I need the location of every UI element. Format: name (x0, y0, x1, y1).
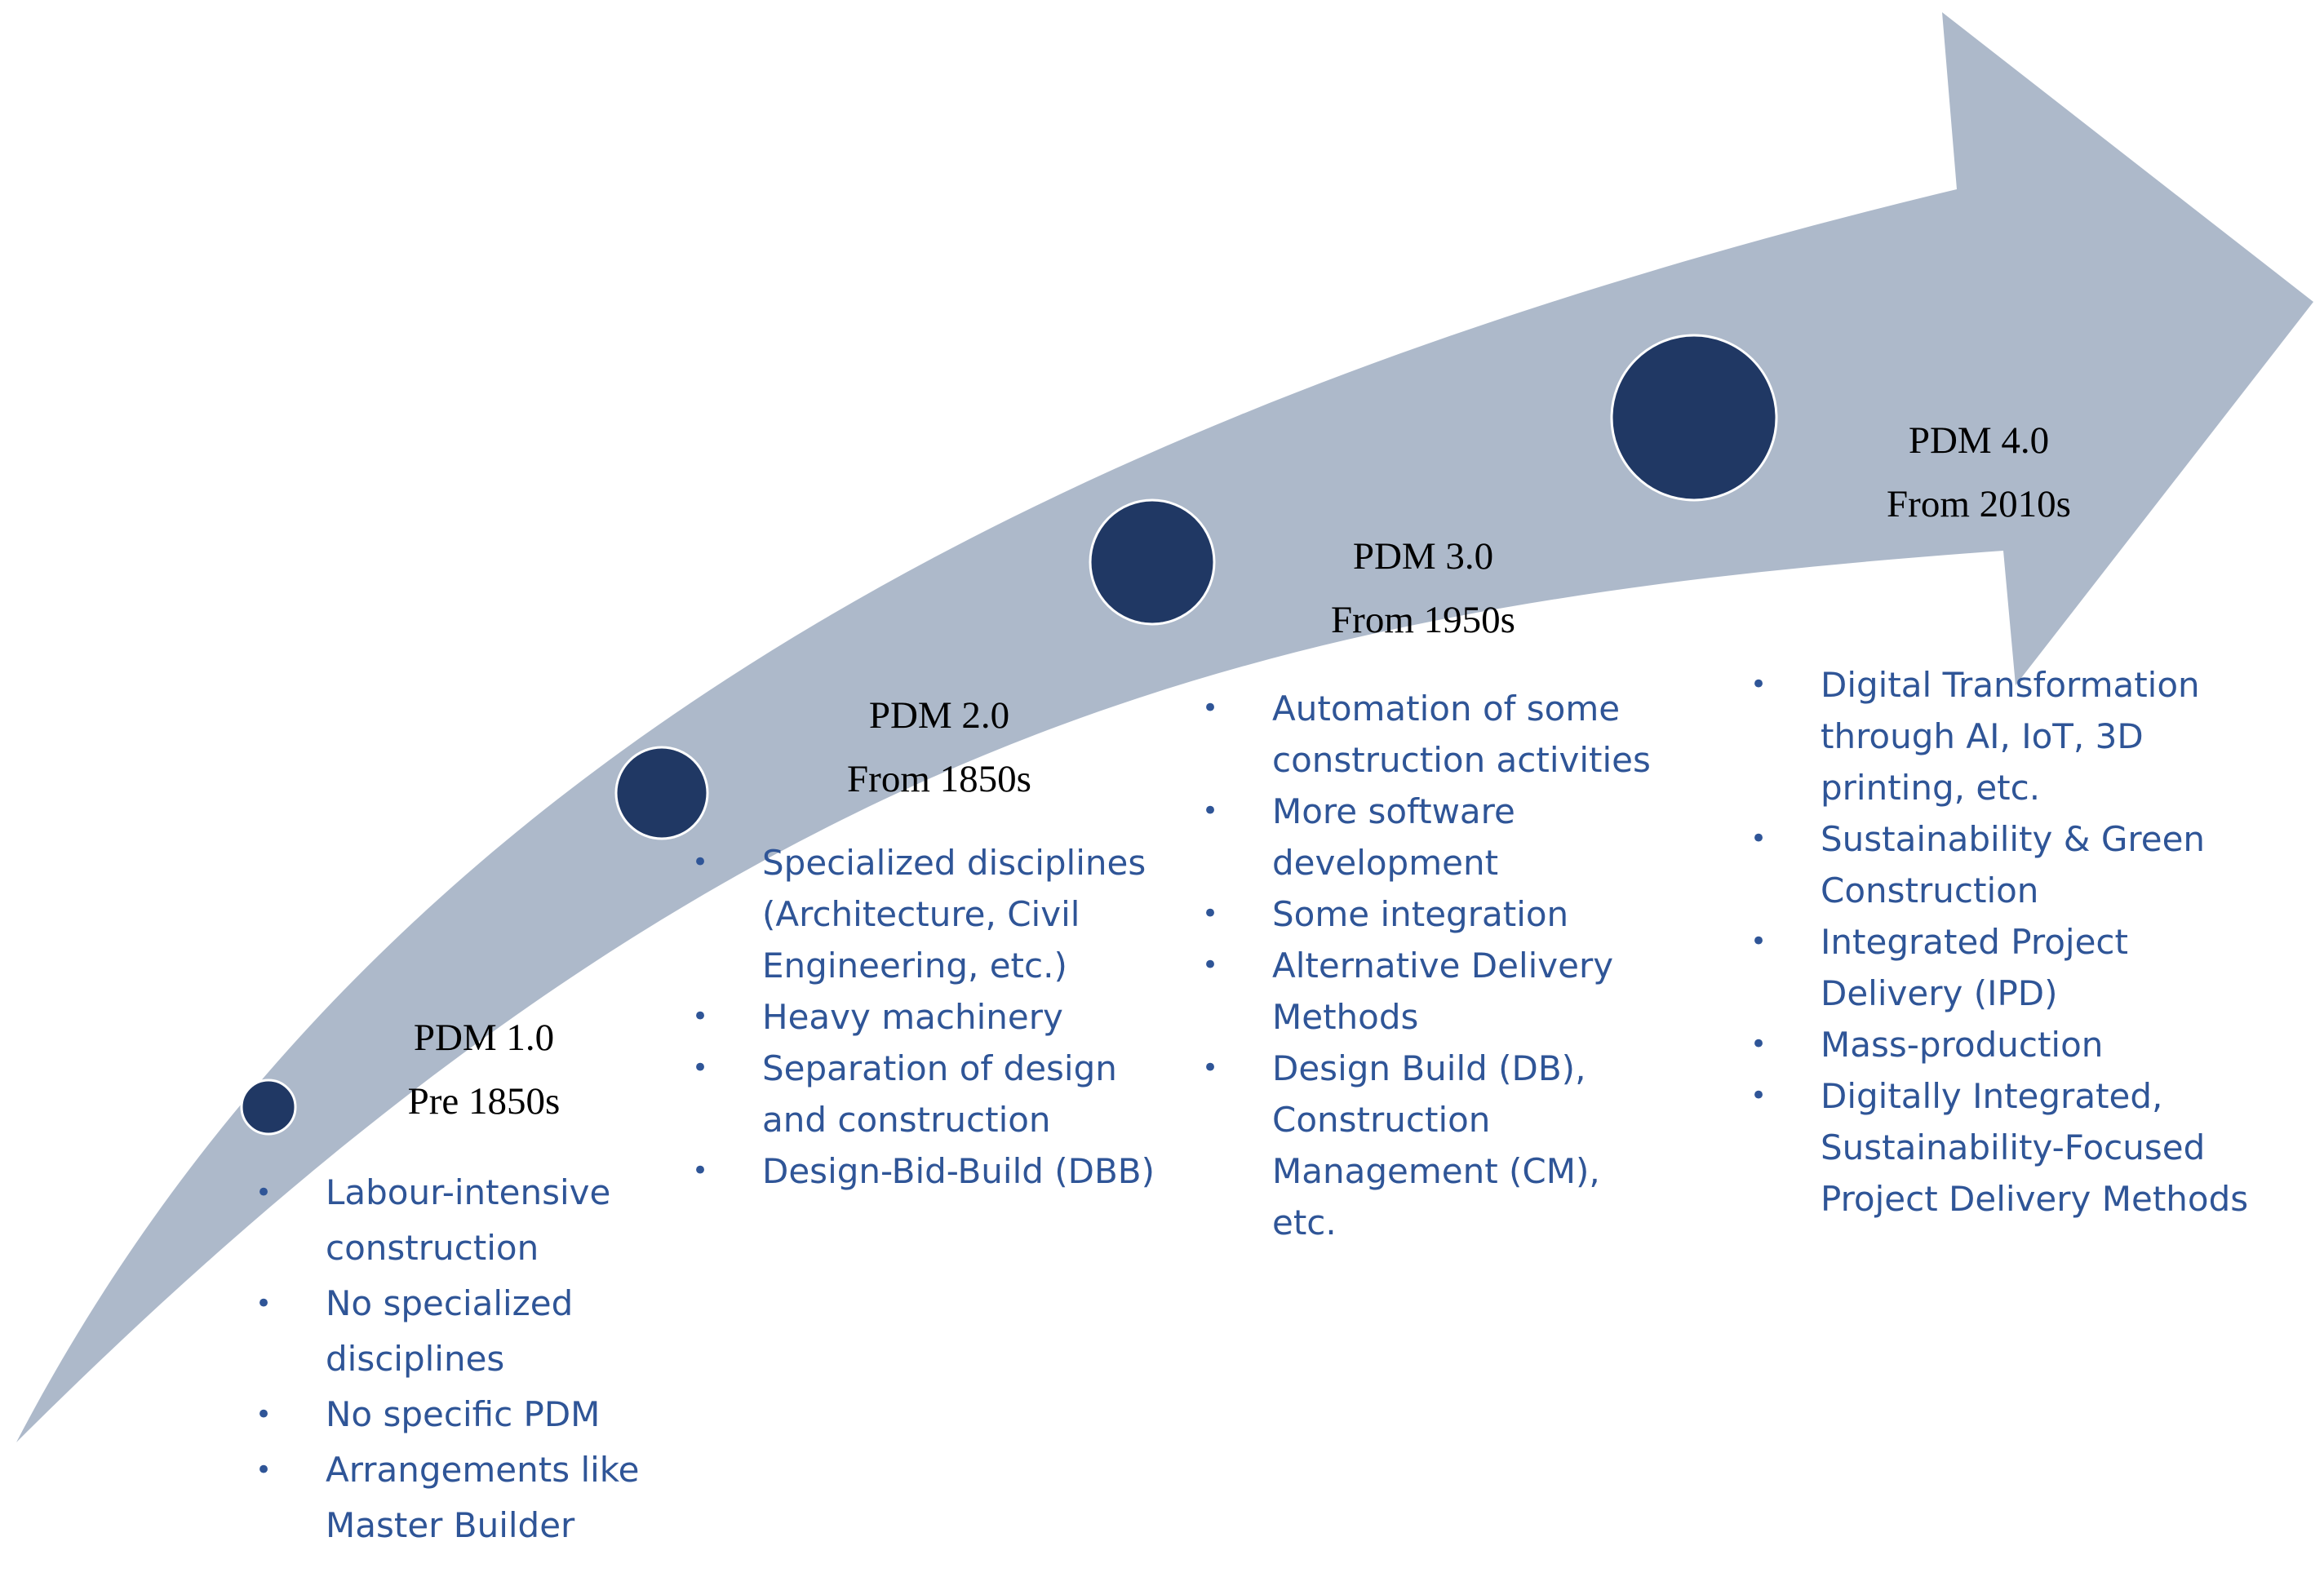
list-item: Alternative Delivery Methods (1202, 940, 1659, 1043)
list-item: Some integration (1202, 888, 1659, 940)
milestone-marker-pdm-4 (1610, 334, 1778, 502)
list-item: Arrangements like Master Builder (255, 1442, 712, 1553)
milestone-marker-pdm-3 (1089, 498, 1216, 626)
stage-period: From 1950s (1331, 599, 1515, 641)
stage-name: PDM 3.0 (1352, 535, 1494, 578)
list-item: More software development (1202, 786, 1659, 888)
list-item: Separation of design and construction (692, 1043, 1182, 1145)
stage-title-pdm-3: PDM 3.0 From 1950s (1195, 525, 1652, 652)
bullet-list-pdm-3: Automation of some construction activiti… (1202, 683, 1659, 1248)
list-item: No specialized disciplines (255, 1276, 712, 1387)
list-item: Heavy machinery (692, 991, 1182, 1043)
stage-title-pdm-1: PDM 1.0 Pre 1850s (255, 1006, 712, 1133)
stage-name: PDM 2.0 (868, 694, 1010, 737)
list-item: Design Build (DB), Construction Manageme… (1202, 1043, 1659, 1248)
list-item: Automation of some construction activiti… (1202, 683, 1659, 786)
list-item: Integrated Project Delivery (IPD) (1750, 916, 2256, 1019)
list-item: No specific PDM (255, 1387, 712, 1442)
bullet-list-pdm-2: Specialized disciplines (Architecture, C… (692, 837, 1182, 1197)
list-item: Digital Transformation through AI, IoT, … (1750, 659, 2256, 813)
list-item: Specialized disciplines (Architecture, C… (692, 837, 1182, 991)
stage-period: Pre 1850s (407, 1080, 561, 1123)
list-item: Sustainability & Green Construction (1750, 813, 2256, 916)
stage-period: From 2010s (1887, 483, 2071, 525)
bullet-list-pdm-1: Labour-intensive construction No special… (255, 1165, 712, 1553)
stage-title-pdm-2: PDM 2.0 From 1850s (711, 684, 1168, 811)
list-item: Design-Bid-Build (DBB) (692, 1145, 1182, 1197)
stage-name: PDM 1.0 (413, 1017, 555, 1059)
stage-title-pdm-4: PDM 4.0 From 2010s (1750, 409, 2207, 536)
milestone-marker-pdm-1 (240, 1079, 297, 1136)
list-item: Mass-production (1750, 1019, 2256, 1070)
list-item: Digitally Integrated, Sustainability-Foc… (1750, 1070, 2256, 1225)
stage-name: PDM 4.0 (1908, 419, 2050, 462)
stage-period: From 1850s (847, 758, 1031, 800)
list-item: Labour-intensive construction (255, 1165, 712, 1276)
milestone-marker-pdm-2 (614, 746, 709, 840)
bullet-list-pdm-4: Digital Transformation through AI, IoT, … (1750, 659, 2256, 1225)
